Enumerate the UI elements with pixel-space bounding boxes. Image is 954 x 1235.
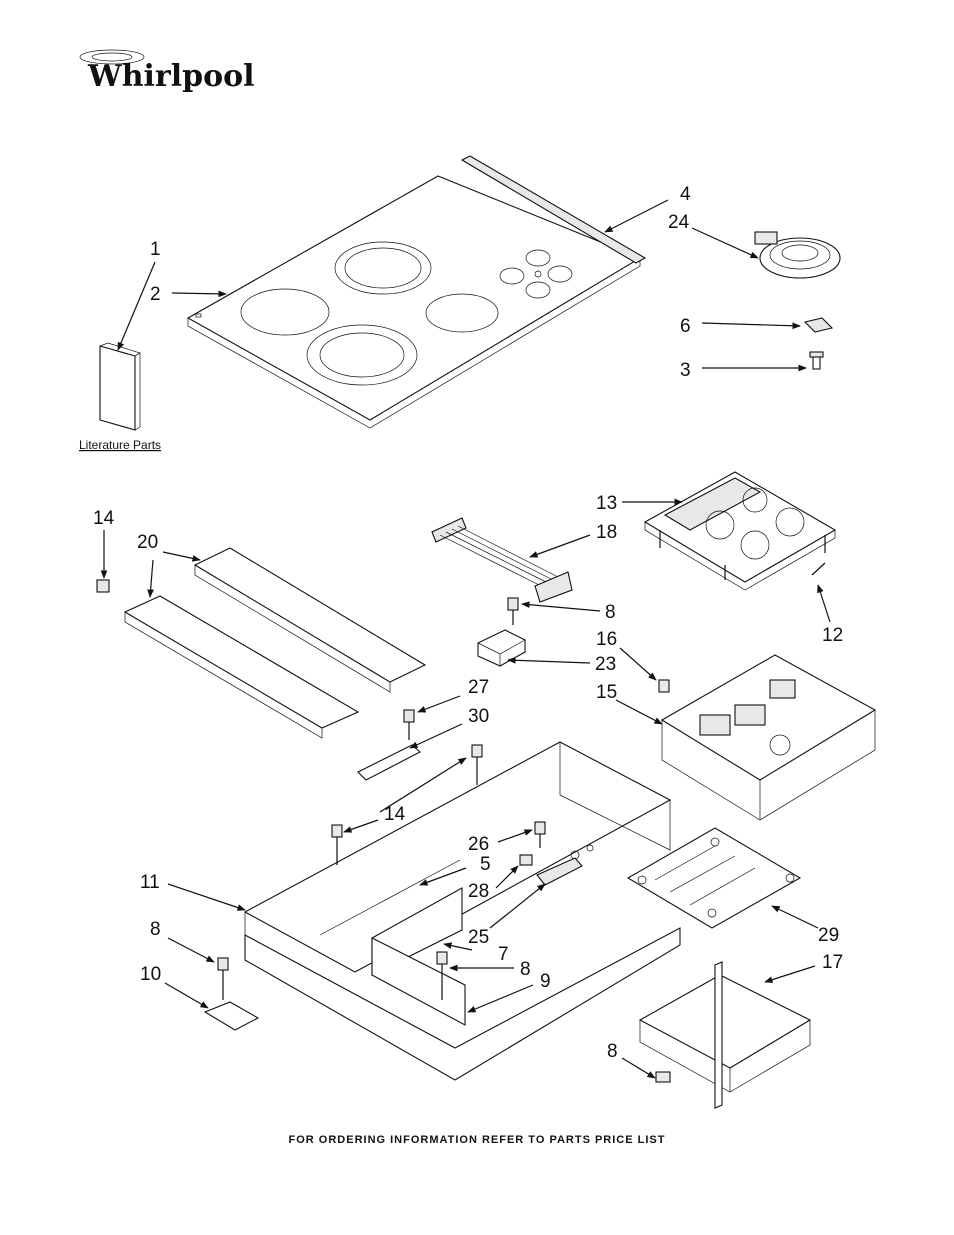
terminal-bracket: [357, 709, 421, 781]
callout-8a: 8: [605, 602, 616, 623]
literature-book: [99, 342, 141, 431]
callout-12: 12: [822, 625, 843, 646]
cooktop-glass: [186, 175, 642, 429]
inner-shield: [371, 887, 466, 1026]
callout-4: 4: [680, 184, 691, 205]
callout-5: 5: [480, 854, 491, 875]
callout-11: 11: [140, 872, 160, 893]
callout-13: 13: [596, 493, 617, 514]
chassis-screws: [331, 744, 583, 1000]
trim-strip: [460, 155, 647, 264]
callout-25: 25: [468, 927, 489, 948]
callout-10: 10: [140, 964, 161, 985]
control-board: [643, 471, 837, 591]
callout-28: 28: [468, 881, 489, 902]
chassis-box: [243, 741, 681, 1081]
callout-labels: 1 2 4 24 6 3 13 18 12 14 20 8 23 16 15 2…: [93, 184, 843, 1062]
callout-23: 23: [595, 654, 616, 675]
electronics-box: [638, 961, 812, 1109]
radiant-element: [754, 231, 841, 279]
leader-lines: [100, 199, 831, 1079]
callout-3: 3: [680, 360, 691, 381]
callout-6: 6: [680, 316, 691, 337]
callout-8d: 8: [607, 1041, 618, 1062]
callout-15: 15: [596, 682, 617, 703]
callout-8c: 8: [520, 959, 531, 980]
callout-16: 16: [596, 629, 617, 650]
logo-text: Whirlpool: [87, 59, 255, 94]
ribbon-cable: [431, 517, 573, 603]
callout-7: 7: [498, 944, 509, 965]
callout-24: 24: [668, 212, 690, 233]
callout-14a: 14: [93, 508, 115, 529]
screw-left: [96, 579, 110, 593]
callout-18: 18: [596, 522, 617, 543]
literature-parts-label: Literature Parts: [79, 438, 161, 452]
box-screw: [655, 1071, 671, 1083]
side-rails: [123, 547, 427, 739]
callout-8b: 8: [150, 919, 161, 940]
hold-down-clip: [803, 317, 834, 333]
clip-screw: [809, 351, 824, 370]
mounting-plate: [626, 827, 802, 929]
footer-note: FOR ORDERING INFORMATION REFER TO PARTS …: [289, 1134, 666, 1146]
callout-17: 17: [822, 952, 843, 973]
callout-20: 20: [137, 532, 158, 553]
callout-27: 27: [468, 677, 489, 698]
callout-2: 2: [150, 284, 161, 305]
tray-screw: [658, 679, 670, 693]
bracket-screw: [507, 597, 519, 625]
spring-clip: [811, 562, 826, 576]
small-bracket: [203, 957, 260, 1031]
callout-29: 29: [818, 925, 839, 946]
callout-9: 9: [540, 971, 551, 992]
callout-30: 30: [468, 706, 489, 727]
callout-1: 1: [150, 239, 161, 260]
callout-26: 26: [468, 834, 489, 855]
whirlpool-logo: Whirlpool: [79, 49, 255, 94]
callout-14b: 14: [384, 804, 406, 825]
power-board-tray: [660, 654, 877, 821]
